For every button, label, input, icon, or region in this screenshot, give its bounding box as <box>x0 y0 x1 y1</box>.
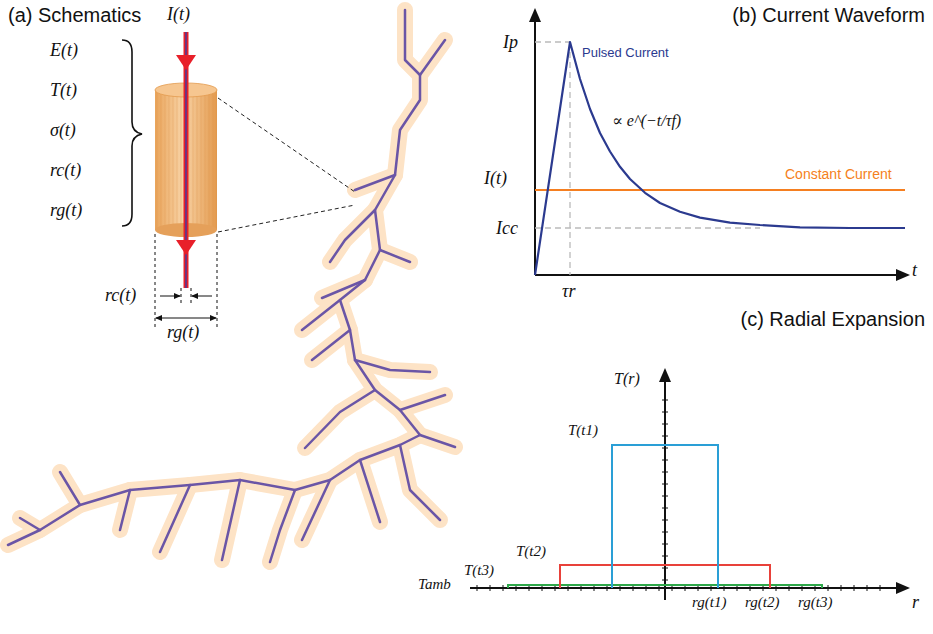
profile-label: T(t1) <box>568 422 598 439</box>
constant-current-line <box>535 189 905 191</box>
axis-label: t <box>912 260 917 281</box>
panel-title: (a) Schematics <box>8 4 141 27</box>
decay-formula: ∝ e^(−t/τf) <box>612 112 681 130</box>
dimension-arrowheads <box>155 293 217 321</box>
profile-label: T(t3) <box>464 562 494 579</box>
profile-t2 <box>560 565 770 588</box>
guide-lines <box>535 42 760 275</box>
axis-value: Ip <box>503 32 518 53</box>
axis-value: Icc <box>496 218 518 239</box>
baseline-label: Tamb <box>418 576 451 593</box>
profile-t3 <box>508 585 822 588</box>
brace <box>122 40 142 226</box>
dimension-lines <box>155 234 217 328</box>
radius-label: rg(t3) <box>798 594 832 611</box>
curve-label: Constant Current <box>785 166 892 182</box>
profile-t1 <box>612 445 718 588</box>
radius-label: rg(t1) <box>692 594 726 611</box>
radius-label: rg(t2) <box>745 594 779 611</box>
axis-value: τr <box>562 281 575 302</box>
dimension-label: rc(t) <box>105 285 136 306</box>
curve-label: Pulsed Current <box>582 46 669 61</box>
variable-label: T(t) <box>50 80 77 101</box>
profile-label: T(t2) <box>516 543 546 560</box>
variable-label: E(t) <box>50 40 78 61</box>
variable-label: rc(t) <box>50 160 81 181</box>
dimension-label: rg(t) <box>167 322 199 343</box>
channel-halo <box>8 10 455 562</box>
pulsed-current-curve <box>535 42 905 275</box>
variable-label: σ(t) <box>50 120 76 141</box>
radial-axes <box>470 368 910 600</box>
waveform-axes <box>529 8 910 281</box>
current-label: I(t) <box>167 4 190 25</box>
zoom-lines <box>218 98 355 232</box>
panel-title: (b) Current Waveform <box>732 4 925 27</box>
lightning-channel <box>8 10 455 562</box>
axis-label: T(r) <box>614 370 640 388</box>
current-arrow <box>176 32 196 288</box>
axis-label: I(t) <box>484 168 507 189</box>
variable-label: rg(t) <box>50 200 82 221</box>
panel-title: (c) Radial Expansion <box>740 308 925 331</box>
axis-ticks <box>477 400 880 591</box>
axis-label: r <box>912 592 919 613</box>
